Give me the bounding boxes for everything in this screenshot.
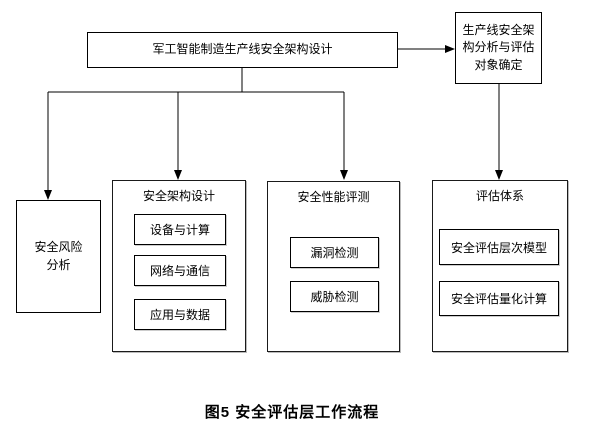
sub-box-network-communication: 网络与通信 (134, 255, 226, 286)
column-architecture-design-title: 安全架构设计 (142, 189, 215, 203)
sub-box-threat-detection: 威胁检测 (290, 281, 379, 312)
sub-box-application-data: 应用与数据 (134, 299, 226, 330)
figure-caption: 图5 安全评估层工作流程 (204, 404, 380, 421)
top-box-security-architecture-design: 军工智能制造生产线安全架构设计 (87, 32, 398, 68)
column-evaluation-system-title: 评估体系 (475, 189, 524, 203)
sub-box-evaluation-quantitative-calculation: 安全评估量化计算 (439, 281, 559, 316)
risk-analysis-box: 安全风险 分析 (16, 200, 101, 313)
sub-box-device-computing: 设备与计算 (134, 214, 226, 245)
column-performance-evaluation: 安全性能评测 漏洞检测 威胁检测 (267, 181, 400, 352)
column-performance-evaluation-title: 安全性能评测 (297, 190, 370, 204)
sub-box-evaluation-hierarchy-model: 安全评估层次模型 (439, 229, 559, 265)
column-architecture-design: 安全架构设计 设备与计算 网络与通信 应用与数据 (112, 180, 246, 352)
sub-box-vulnerability-detection: 漏洞检测 (290, 237, 379, 268)
analysis-object-box: 生产线安全架 构分析与评估 对象确定 (455, 12, 542, 84)
column-evaluation-system: 评估体系 安全评估层次模型 安全评估量化计算 (432, 180, 568, 352)
